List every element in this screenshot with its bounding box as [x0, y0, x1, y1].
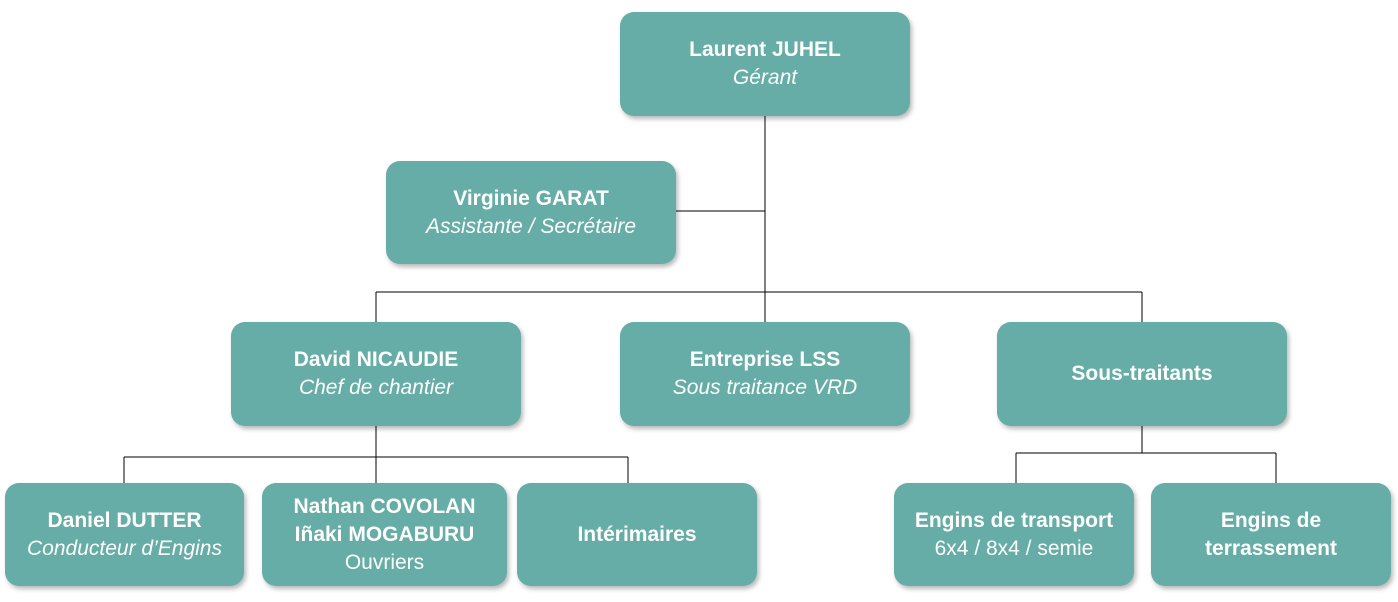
- node-name-line1: Engins de: [1220, 508, 1322, 532]
- node-name-line2: terrassement: [1205, 536, 1337, 560]
- node-engins-terrassement: Engins de terrassement: [1151, 483, 1391, 586]
- node-name: Daniel DUTTER: [47, 508, 202, 532]
- node-assistante: Virginie GARAT Assistante / Secrétaire: [386, 161, 676, 264]
- node-name-line2: Iñaki MOGABURU: [294, 522, 475, 546]
- node-role: Chef de chantier: [298, 376, 454, 399]
- node-engins-transport: Engins de transport 6x4 / 8x4 / semie: [894, 483, 1134, 586]
- node-role: Assistante / Secrétaire: [425, 214, 637, 238]
- node-name: David NICAUDIE: [293, 348, 459, 371]
- node-name: Engins de transport: [914, 508, 1114, 532]
- node-ouvriers: Nathan COVOLAN Iñaki MOGABURU Ouvriers: [262, 483, 507, 586]
- node-name: Virginie GARAT: [453, 186, 609, 210]
- node-detail: 6x4 / 8x4 / semie: [934, 536, 1094, 560]
- node-interimaires: Intérimaires: [517, 483, 757, 586]
- node-chef-de-chantier: David NICAUDIE Chef de chantier: [231, 322, 521, 426]
- node-name: Entreprise LSS: [689, 348, 841, 371]
- node-name: Intérimaires: [577, 522, 697, 546]
- node-entreprise-lss: Entreprise LSS Sous traitance VRD: [620, 322, 910, 426]
- node-name-line1: Nathan COVOLAN: [293, 494, 476, 518]
- node-name: Laurent JUHEL: [689, 38, 841, 61]
- node-gerant: Laurent JUHEL Gérant: [620, 12, 910, 116]
- node-role: Gérant: [732, 66, 798, 89]
- node-name: Sous-traitants: [1071, 362, 1213, 385]
- node-role: Sous traitance VRD: [672, 376, 858, 399]
- node-sous-traitants: Sous-traitants: [997, 322, 1287, 426]
- node-role: Conducteur d’Engins: [27, 536, 222, 560]
- node-role: Ouvriers: [344, 550, 425, 574]
- node-conducteur-engins: Daniel DUTTER Conducteur d’Engins: [5, 483, 244, 586]
